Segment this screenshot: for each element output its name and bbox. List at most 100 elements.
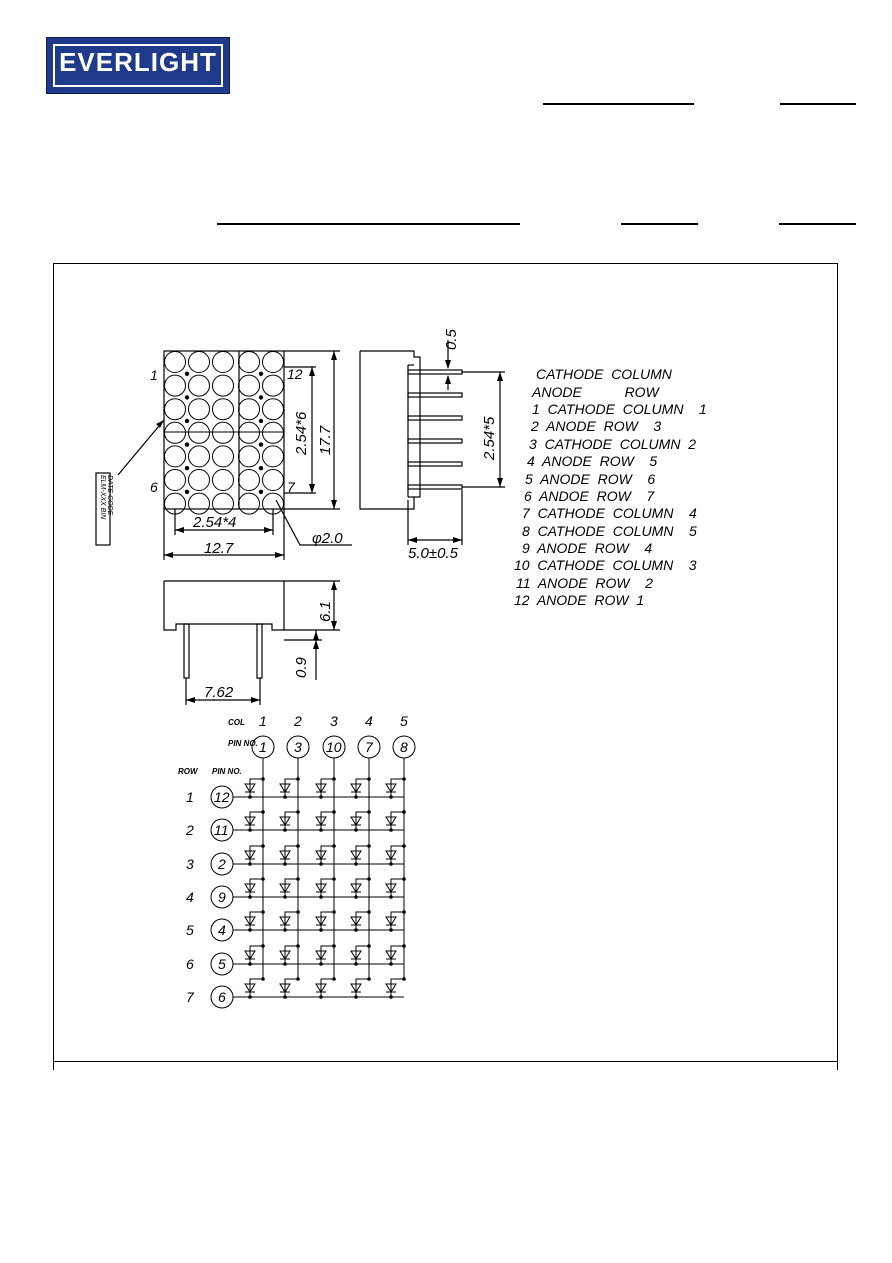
pin-dot <box>258 442 264 447</box>
side-view-body <box>359 350 421 510</box>
led-diode <box>244 850 256 860</box>
top-view-body <box>163 350 285 510</box>
led-diode <box>244 783 256 793</box>
pin-dot <box>258 418 264 424</box>
dim-pin-length: 5.0±0.5 <box>408 545 459 562</box>
dim-height: 17.7 <box>317 425 334 455</box>
led-diode <box>315 850 327 860</box>
pin-dot <box>184 466 190 471</box>
led-dot-outline <box>164 469 186 491</box>
led-dot-outline <box>238 445 260 468</box>
led-diode <box>385 783 397 793</box>
legend-row: 11 ANODE ROW 2 <box>516 575 653 591</box>
pin-label-12: 12 <box>287 366 303 382</box>
circuit-row-label: ROW <box>178 767 199 776</box>
logo-text: EVERLIGHT <box>59 47 217 77</box>
led-dot-outline <box>188 398 210 421</box>
led-diode <box>279 883 291 893</box>
row-number: 6 <box>186 956 194 972</box>
led-dot-outline <box>262 421 284 444</box>
column-number: 4 <box>365 713 373 729</box>
row-number: 4 <box>186 889 194 905</box>
led-dot-outline <box>212 374 234 397</box>
led-diode <box>350 983 362 993</box>
dim-body-height: 6.1 <box>317 601 334 622</box>
led-diode <box>350 883 362 893</box>
header-line-5 <box>779 223 856 225</box>
led-dot-outline <box>164 445 186 468</box>
led-dot-outline <box>262 351 284 373</box>
circuit-row-pin-label: PIN NO. <box>212 767 242 776</box>
legend-row: 9 ANODE ROW 4 <box>522 540 652 556</box>
everlight-logo: EVERLIGHT <box>46 37 230 94</box>
dim-pin-pitch: 2.54*5 <box>481 416 498 461</box>
led-diode <box>350 783 362 793</box>
dim-pin-thickness: 0.5 <box>443 328 460 350</box>
column-number: 1 <box>259 713 267 729</box>
led-diode <box>385 983 397 993</box>
led-dot-outline <box>262 445 284 468</box>
row-number: 1 <box>186 789 194 805</box>
column-pin-number: 10 <box>326 739 342 755</box>
row-pin-number: 5 <box>218 956 226 972</box>
header-line-4 <box>621 223 698 225</box>
led-dot-outline <box>164 351 186 373</box>
led-diode <box>350 916 362 926</box>
led-dot-outline <box>238 398 260 421</box>
led-dot-outline <box>212 421 234 444</box>
bottom-pin-right <box>256 623 263 679</box>
pin-dot <box>258 489 264 494</box>
led-diode <box>315 916 327 926</box>
row-pin-number: 4 <box>218 922 226 938</box>
label-box <box>95 472 111 546</box>
legend-row: 4 ANODE ROW 5 <box>527 453 657 469</box>
frame-tick-left <box>53 1062 54 1070</box>
led-diode <box>315 816 327 826</box>
led-diode <box>385 916 397 926</box>
pin-legend: CATHODE COLUMN ANODE ROW 1 CATHODE COLUM… <box>514 366 707 608</box>
row-pin-number: 9 <box>218 889 226 905</box>
bottom-view-body <box>163 580 285 631</box>
led-dot-outline <box>164 374 186 397</box>
label-box-line-1: ELM-XXX BIN <box>99 475 106 520</box>
row-number: 2 <box>185 822 194 838</box>
legend-row: 1 CATHODE COLUMN 1 <box>532 401 707 417</box>
led-dot-outline <box>188 421 210 444</box>
legend-header-2: ANODE ROW <box>531 384 661 400</box>
pin-dot <box>184 489 190 494</box>
legend-row: 10 CATHODE COLUMN 3 <box>514 557 697 573</box>
led-diode <box>315 950 327 960</box>
header-line-2 <box>780 103 856 105</box>
led-dot-outline <box>188 492 210 515</box>
led-dot-outline <box>188 351 210 373</box>
legend-row: 7 CATHODE COLUMN 4 <box>522 505 697 521</box>
led-dot-outline <box>212 398 234 421</box>
dim-row-spacing: 7.62 <box>204 684 234 701</box>
legend-header-1: CATHODE COLUMN <box>536 366 673 382</box>
led-diode <box>279 916 291 926</box>
legend-row: 3 CATHODE COLUMN 2 <box>529 436 696 452</box>
column-pin-number: 8 <box>400 739 408 755</box>
dim-dot-dia: φ2.0 <box>312 530 343 547</box>
row-number: 3 <box>186 856 194 872</box>
dim-width: 12.7 <box>204 540 234 557</box>
led-diode <box>315 883 327 893</box>
dim-row-pitch: 2.54*6 <box>293 411 310 456</box>
legend-row: 5 ANODE ROW 6 <box>525 471 655 487</box>
circuit-col-label: COL <box>228 718 245 727</box>
pin-dot <box>258 371 264 376</box>
led-dot-outline <box>212 445 234 468</box>
pin-label-1: 1 <box>150 367 158 383</box>
led-dot-outline <box>262 398 284 421</box>
led-diode <box>279 850 291 860</box>
column-pin-number: 7 <box>365 739 374 755</box>
led-dot-outline <box>188 445 210 468</box>
label-box-line-2: DATE CODE <box>106 475 113 516</box>
legend-row: 12 ANODE ROW 1 <box>514 592 644 608</box>
row-pin-number: 2 <box>217 856 226 872</box>
frame-tick-right <box>837 1062 838 1070</box>
dim-col-pitch: 2.54*4 <box>192 514 236 531</box>
led-diode <box>244 983 256 993</box>
led-diode <box>315 983 327 993</box>
led-dot-outline <box>212 492 234 515</box>
